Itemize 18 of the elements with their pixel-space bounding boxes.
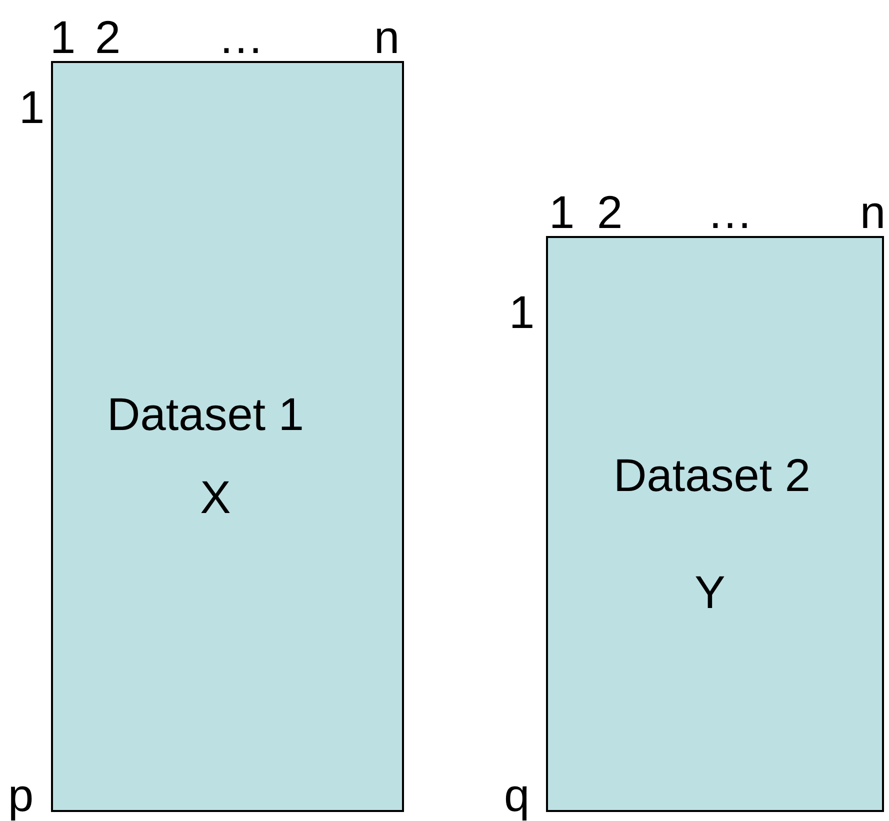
column-index: 1 bbox=[549, 189, 575, 235]
dataset-title: Dataset 1 bbox=[107, 391, 304, 437]
column-index: … bbox=[707, 189, 753, 235]
data-matrix-box bbox=[546, 236, 884, 812]
data-matrix-box bbox=[51, 61, 404, 812]
row-index: 1 bbox=[19, 84, 45, 130]
matrix-symbol: Y bbox=[694, 569, 726, 615]
dataset-title: Dataset 2 bbox=[614, 452, 810, 498]
row-index: q bbox=[504, 772, 530, 818]
column-index: 2 bbox=[597, 189, 623, 235]
column-index: n bbox=[374, 14, 400, 60]
column-index: … bbox=[218, 14, 264, 60]
column-index: 1 bbox=[50, 14, 76, 60]
row-index: 1 bbox=[509, 289, 535, 335]
matrix-symbol: X bbox=[200, 474, 231, 520]
row-index: p bbox=[8, 772, 34, 818]
column-index: n bbox=[860, 189, 886, 235]
column-index: 2 bbox=[95, 14, 121, 60]
